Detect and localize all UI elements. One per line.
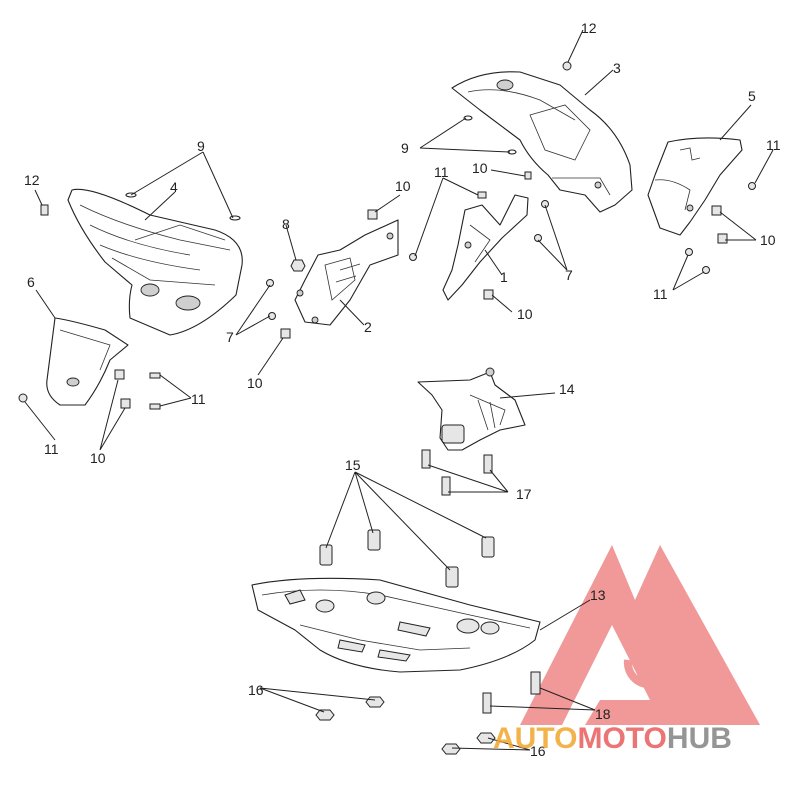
callout-labels: 1 2 3 4 5 6 7 7 8 9 9 10 10 10 10 10 10 …: [24, 20, 781, 759]
callout-11-e: 11: [653, 286, 668, 302]
automotohub-watermark: AUTOMOTOHUB: [493, 722, 732, 755]
svg-text:AUTOMOTOHUB: AUTOMOTOHUB: [493, 722, 732, 755]
bolt-18: [482, 671, 541, 714]
fastener-group: [18, 61, 756, 755]
screw-11: [18, 182, 756, 410]
callout-11-a: 11: [434, 164, 449, 180]
logo-g-mark: [623, 646, 676, 689]
callout-12-left: 12: [24, 172, 40, 188]
callout-13: 13: [590, 587, 606, 603]
callout-10-a: 10: [395, 178, 411, 194]
watermark-auto: AUTO: [493, 722, 577, 755]
callout-15: 15: [345, 457, 361, 473]
logo-triangle-inner: [660, 548, 760, 725]
part-2-bracket: [294, 219, 399, 326]
nut-16: [315, 696, 496, 755]
callout-1: 1: [500, 269, 508, 285]
callout-9-right: 9: [401, 140, 409, 156]
stud-15: [319, 529, 495, 588]
callout-17: 17: [516, 486, 532, 502]
bolt-12-top: [562, 61, 572, 71]
automotohub-logo: [520, 545, 760, 725]
callout-2: 2: [364, 319, 372, 335]
leader-lines: [24, 29, 774, 751]
part-5-side-cover: [647, 137, 743, 236]
callout-9-left: 9: [197, 138, 205, 154]
callout-11-b: 11: [44, 441, 59, 457]
callout-10-b: 10: [472, 160, 488, 176]
part-14-mount-bracket: [417, 367, 526, 451]
callout-7-right: 7: [565, 267, 573, 283]
bolt-12-left: [40, 204, 49, 216]
part-4-side-panel: [67, 188, 243, 336]
callout-16-left: 16: [248, 682, 264, 698]
logo-triangle-outer: [520, 545, 760, 725]
callout-3: 3: [613, 60, 621, 76]
callout-6: 6: [27, 274, 35, 290]
callout-7-left: 7: [226, 329, 234, 345]
grommet-9: [125, 115, 517, 221]
callout-10-f: 10: [760, 232, 776, 248]
callout-10-d: 10: [90, 450, 106, 466]
callout-12-top: 12: [581, 20, 597, 36]
watermark-moto: MOTO: [577, 722, 666, 755]
nut-8: [290, 259, 306, 272]
callout-11-c: 11: [191, 391, 206, 407]
part-3-upper-fairing: [451, 71, 633, 213]
callout-16-right: 16: [530, 743, 546, 759]
screw-7: [266, 200, 549, 320]
bolt-17: [421, 449, 493, 496]
callout-10-c: 10: [247, 375, 263, 391]
callout-5: 5: [748, 88, 756, 104]
part-13-skid-plate: [251, 577, 541, 673]
clip-10: [114, 171, 728, 409]
callout-8: 8: [282, 216, 290, 232]
callout-14: 14: [559, 381, 575, 397]
callout-10-e: 10: [517, 306, 533, 322]
part-1-bracket: [442, 194, 529, 301]
watermark-hub: HUB: [667, 722, 732, 755]
part-6-lower-panel: [46, 317, 129, 406]
callout-18: 18: [595, 706, 611, 722]
callout-4: 4: [170, 179, 178, 195]
callout-11-d: 11: [766, 137, 781, 153]
